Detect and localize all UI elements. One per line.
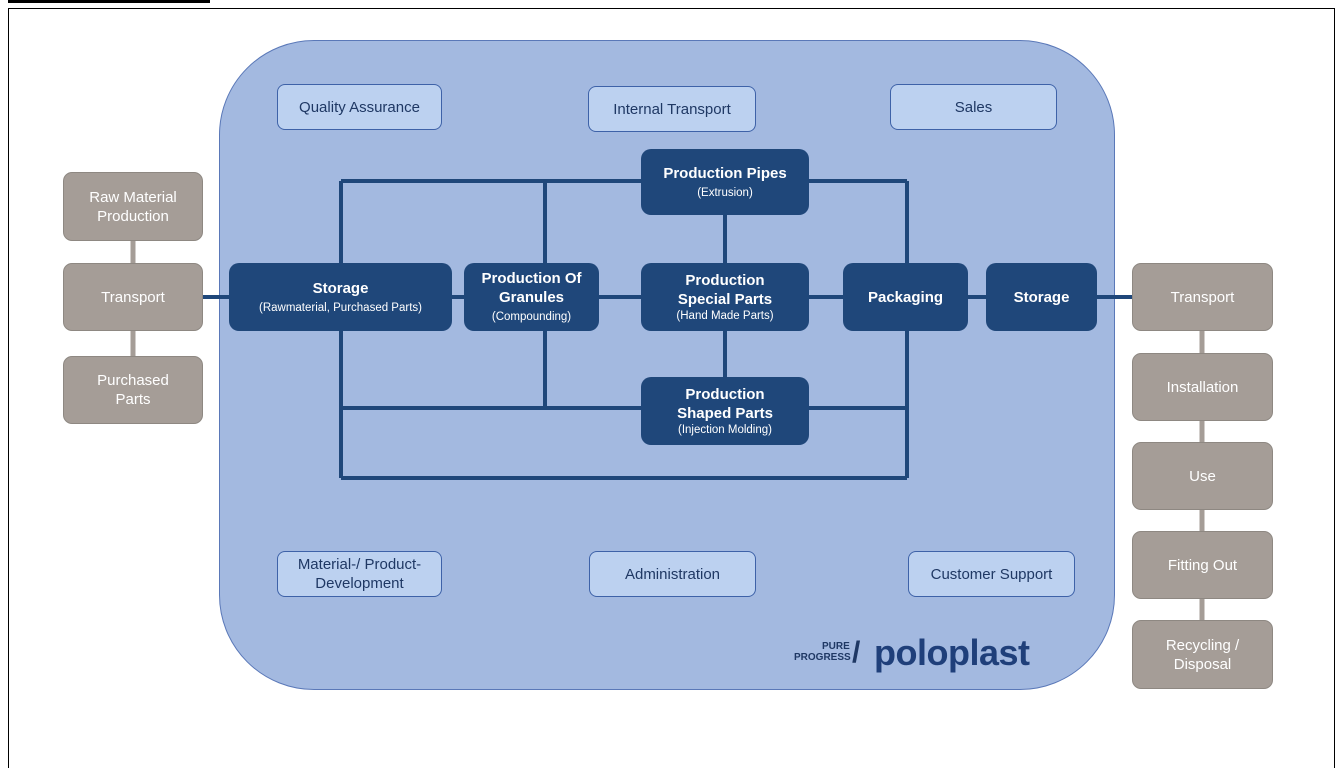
- installation-label: Installation: [1166, 378, 1239, 396]
- internal-transport-box: Internal Transport: [588, 86, 756, 132]
- production-pipes-title: Production Pipes: [663, 164, 787, 182]
- special-parts-box: Production Special Parts (Hand Made Part…: [641, 263, 809, 331]
- installation-box: Installation: [1132, 353, 1273, 421]
- fitting-out-label: Fitting Out: [1167, 556, 1238, 574]
- figure-frame: [8, 8, 1335, 768]
- upstream-transport-box: Transport: [63, 263, 203, 331]
- logo-brand: poloplast: [874, 632, 1030, 673]
- material-development-label-line1: Material-/ Product-: [297, 556, 422, 573]
- production-pipes-box: Production Pipes (Extrusion): [641, 149, 809, 215]
- internal-transport-label: Internal Transport: [613, 100, 731, 118]
- top-rule: [8, 0, 210, 3]
- recycling-label-line2: Disposal: [1173, 655, 1232, 673]
- shaped-parts-box: Production Shaped Parts (Injection Moldi…: [641, 377, 809, 445]
- downstream-transport-label: Transport: [1170, 288, 1235, 306]
- logo-tag-top: PURE: [822, 641, 850, 652]
- use-box: Use: [1132, 442, 1273, 510]
- purchased-parts-label-line2: Parts: [115, 391, 151, 408]
- quality-assurance-box: Quality Assurance: [277, 84, 442, 130]
- recycling-label-line1: Recycling /: [1165, 636, 1240, 654]
- shaped-parts-title-line1: Production: [685, 385, 765, 403]
- granules-title-line1: Production Of: [481, 270, 582, 287]
- packaging-title: Packaging: [867, 288, 944, 306]
- shaped-parts-subtitle: (Injection Molding): [678, 423, 772, 436]
- storage-inbound-box: Storage (Rawmaterial, Purchased Parts): [229, 263, 452, 331]
- granules-title-line2: Granules: [498, 289, 565, 306]
- logo-slash: /: [852, 636, 861, 669]
- fitting-out-box: Fitting Out: [1132, 531, 1273, 599]
- special-parts-subtitle: (Hand Made Parts): [676, 309, 774, 322]
- upstream-transport-label: Transport: [101, 288, 165, 306]
- shaped-parts-title-line2: Shaped Parts: [677, 404, 773, 422]
- quality-assurance-label: Quality Assurance: [299, 98, 420, 116]
- special-parts-title-line2: Special Parts: [677, 290, 773, 308]
- material-development-label-line2: Development: [315, 575, 404, 592]
- sales-label: Sales: [954, 98, 993, 116]
- raw-material-label-line2: Production: [97, 207, 169, 225]
- customer-support-label: Customer Support: [930, 565, 1053, 583]
- granules-subtitle: (Compounding): [491, 311, 572, 323]
- material-development-box: Material-/ Product- Development: [277, 551, 442, 597]
- granules-box: Production Of Granules (Compounding): [464, 263, 599, 331]
- storage-inbound-subtitle: (Rawmaterial, Purchased Parts): [259, 301, 422, 314]
- customer-support-box: Customer Support: [908, 551, 1075, 597]
- poloplast-logo: PURE PROGRESS / poloplast: [790, 632, 1040, 676]
- storage-outbound-title: Storage: [1013, 288, 1070, 306]
- administration-label: Administration: [624, 565, 721, 583]
- recycling-disposal-box: Recycling / Disposal: [1132, 620, 1273, 689]
- special-parts-title-line1: Production: [685, 271, 765, 289]
- storage-outbound-box: Storage: [986, 263, 1097, 331]
- purchased-parts-label-line1: Purchased: [97, 372, 169, 389]
- packaging-box: Packaging: [843, 263, 968, 331]
- production-pipes-subtitle: (Extrusion): [697, 186, 753, 199]
- logo-tag-bottom: PROGRESS: [794, 652, 851, 663]
- raw-material-production-box: Raw Material Production: [63, 172, 203, 241]
- downstream-transport-box: Transport: [1132, 263, 1273, 331]
- use-label: Use: [1189, 467, 1216, 485]
- purchased-parts-box: Purchased Parts: [63, 356, 203, 424]
- sales-box: Sales: [890, 84, 1057, 130]
- storage-inbound-title: Storage: [312, 279, 369, 297]
- administration-box: Administration: [589, 551, 756, 597]
- raw-material-label-line1: Raw Material: [89, 188, 177, 206]
